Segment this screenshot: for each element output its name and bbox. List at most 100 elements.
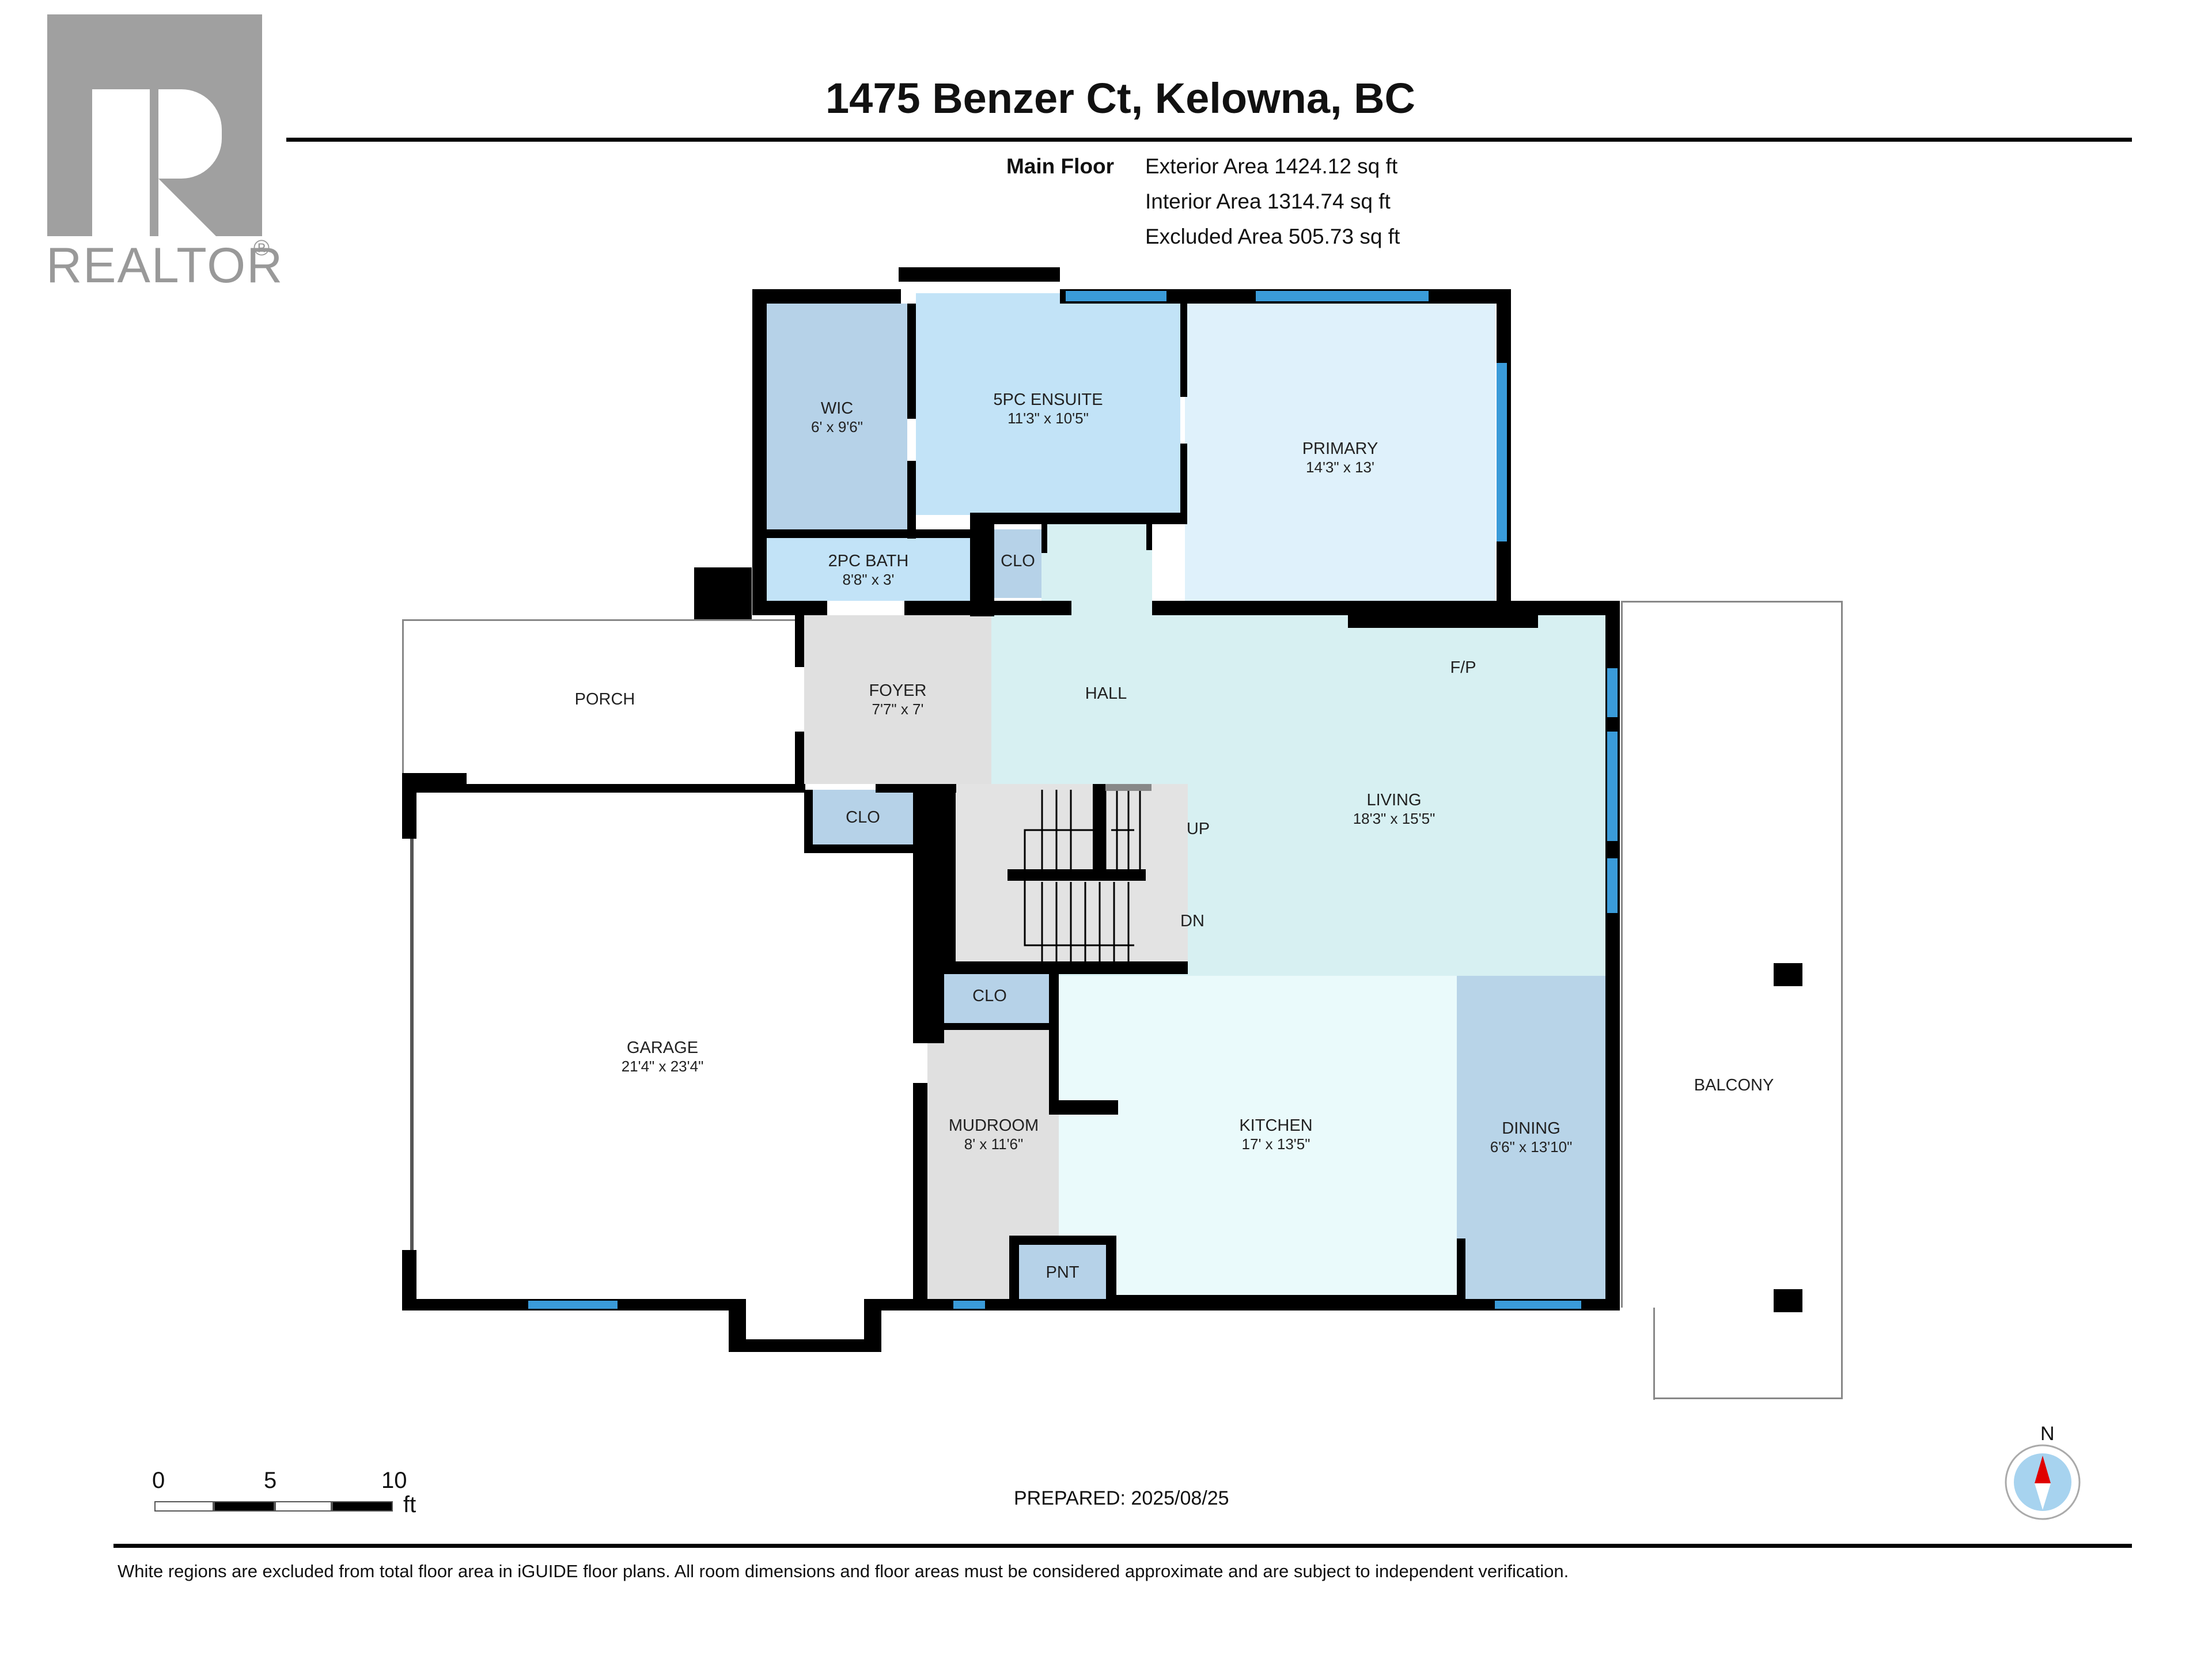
wall [913, 784, 944, 1043]
pnt-fill [1019, 1245, 1106, 1299]
wall [1106, 1236, 1116, 1308]
wall [1180, 293, 1187, 397]
room-porch: PORCH [574, 690, 635, 709]
balcony-area [1621, 601, 1843, 1399]
clo-upper-fill [994, 529, 1041, 598]
wall [752, 289, 901, 304]
wall [876, 1299, 1118, 1310]
wall [1049, 1100, 1118, 1115]
realtor-wordmark: REALTOR [46, 238, 284, 293]
wall [944, 784, 956, 973]
wall [752, 601, 827, 615]
wall [899, 267, 1060, 282]
wall [1605, 601, 1620, 1309]
page-title: 1475 Benzer Ct, Kelowna, BC [825, 74, 1415, 122]
realtor-logo-r-bowl [158, 89, 222, 179]
wall [694, 567, 752, 619]
fireplace-label: F/P [1450, 658, 1476, 677]
primary-fill [1185, 304, 1495, 608]
stairs-up-label: UP [1186, 820, 1210, 839]
clo-mud-fill [930, 973, 1049, 1023]
wall [795, 615, 804, 667]
corridor-fill [1041, 522, 1152, 615]
realtor-logo-r-stem [92, 89, 150, 256]
wall [1009, 1236, 1113, 1245]
balcony-post [1774, 963, 1802, 986]
fireplace-hearth [1348, 615, 1538, 628]
wall [970, 513, 994, 616]
wall [795, 732, 804, 786]
window [528, 1301, 618, 1309]
compass-icon [2005, 1444, 2081, 1520]
clo-foyer-fill [813, 790, 913, 844]
wall [402, 784, 416, 839]
wall [926, 1023, 1052, 1030]
wall [767, 529, 986, 538]
registered-mark: ® [253, 236, 270, 260]
wall [1106, 1295, 1463, 1310]
wall [1009, 1236, 1019, 1308]
wall [804, 844, 919, 853]
window [953, 1301, 985, 1309]
realtor-logo [47, 14, 262, 236]
window [1607, 668, 1618, 717]
excluded-area: Excluded Area 505.73 sq ft [1145, 225, 1400, 248]
scale-segment [275, 1501, 332, 1512]
window [1497, 363, 1507, 541]
footer-divider [113, 1544, 2132, 1548]
wall [804, 790, 813, 853]
room-closet-foyer: CLO [846, 808, 880, 827]
wall [1152, 601, 1619, 615]
stairs-down-label: DN [1180, 912, 1205, 931]
wall [1180, 444, 1187, 518]
wic-fill [767, 304, 907, 529]
exterior-area: Exterior Area 1424.12 sq ft [1145, 154, 1398, 178]
scale-tick-10: 10 [381, 1468, 407, 1493]
footer-disclaimer: White regions are excluded from total fl… [118, 1561, 1569, 1581]
window [1495, 1301, 1581, 1309]
wall [907, 461, 916, 539]
wall [864, 1299, 881, 1351]
wall [402, 784, 805, 793]
window [1256, 291, 1429, 301]
balcony-post [1774, 1289, 1802, 1312]
staircase [1007, 784, 1152, 968]
garage-door [410, 839, 414, 1250]
wall [913, 1083, 927, 1310]
ensuite-fill [916, 293, 1180, 515]
wall [986, 513, 1187, 524]
bath2-fill [767, 538, 970, 601]
room-closet-upper: CLO [1001, 552, 1035, 571]
porch-area [402, 619, 805, 786]
room-hall: HALL [1085, 684, 1127, 703]
interior-area: Interior Area 1314.74 sq ft [1145, 190, 1391, 213]
foyer-fill [804, 615, 991, 784]
room-pantry: PNT [1046, 1263, 1080, 1282]
scale-segment [214, 1501, 275, 1512]
window [1607, 858, 1618, 913]
scale-unit: ft [403, 1492, 416, 1517]
wall [944, 961, 1188, 974]
scale-segment [332, 1501, 393, 1512]
prepared-date: PREPARED: 2025/08/25 [1014, 1487, 1229, 1509]
compass-north-label: N [2040, 1423, 2055, 1445]
wall [907, 304, 916, 419]
balcony-notch [1607, 1308, 1653, 1406]
wall [1146, 524, 1152, 550]
scale-tick-5: 5 [264, 1468, 277, 1493]
wall [752, 289, 767, 609]
room-balcony: BALCONY [1694, 1076, 1774, 1095]
wall [904, 601, 1071, 615]
wall [1041, 524, 1047, 553]
realtor-logo-r-leg [158, 179, 236, 256]
window [1607, 732, 1618, 841]
wall [729, 1339, 881, 1352]
